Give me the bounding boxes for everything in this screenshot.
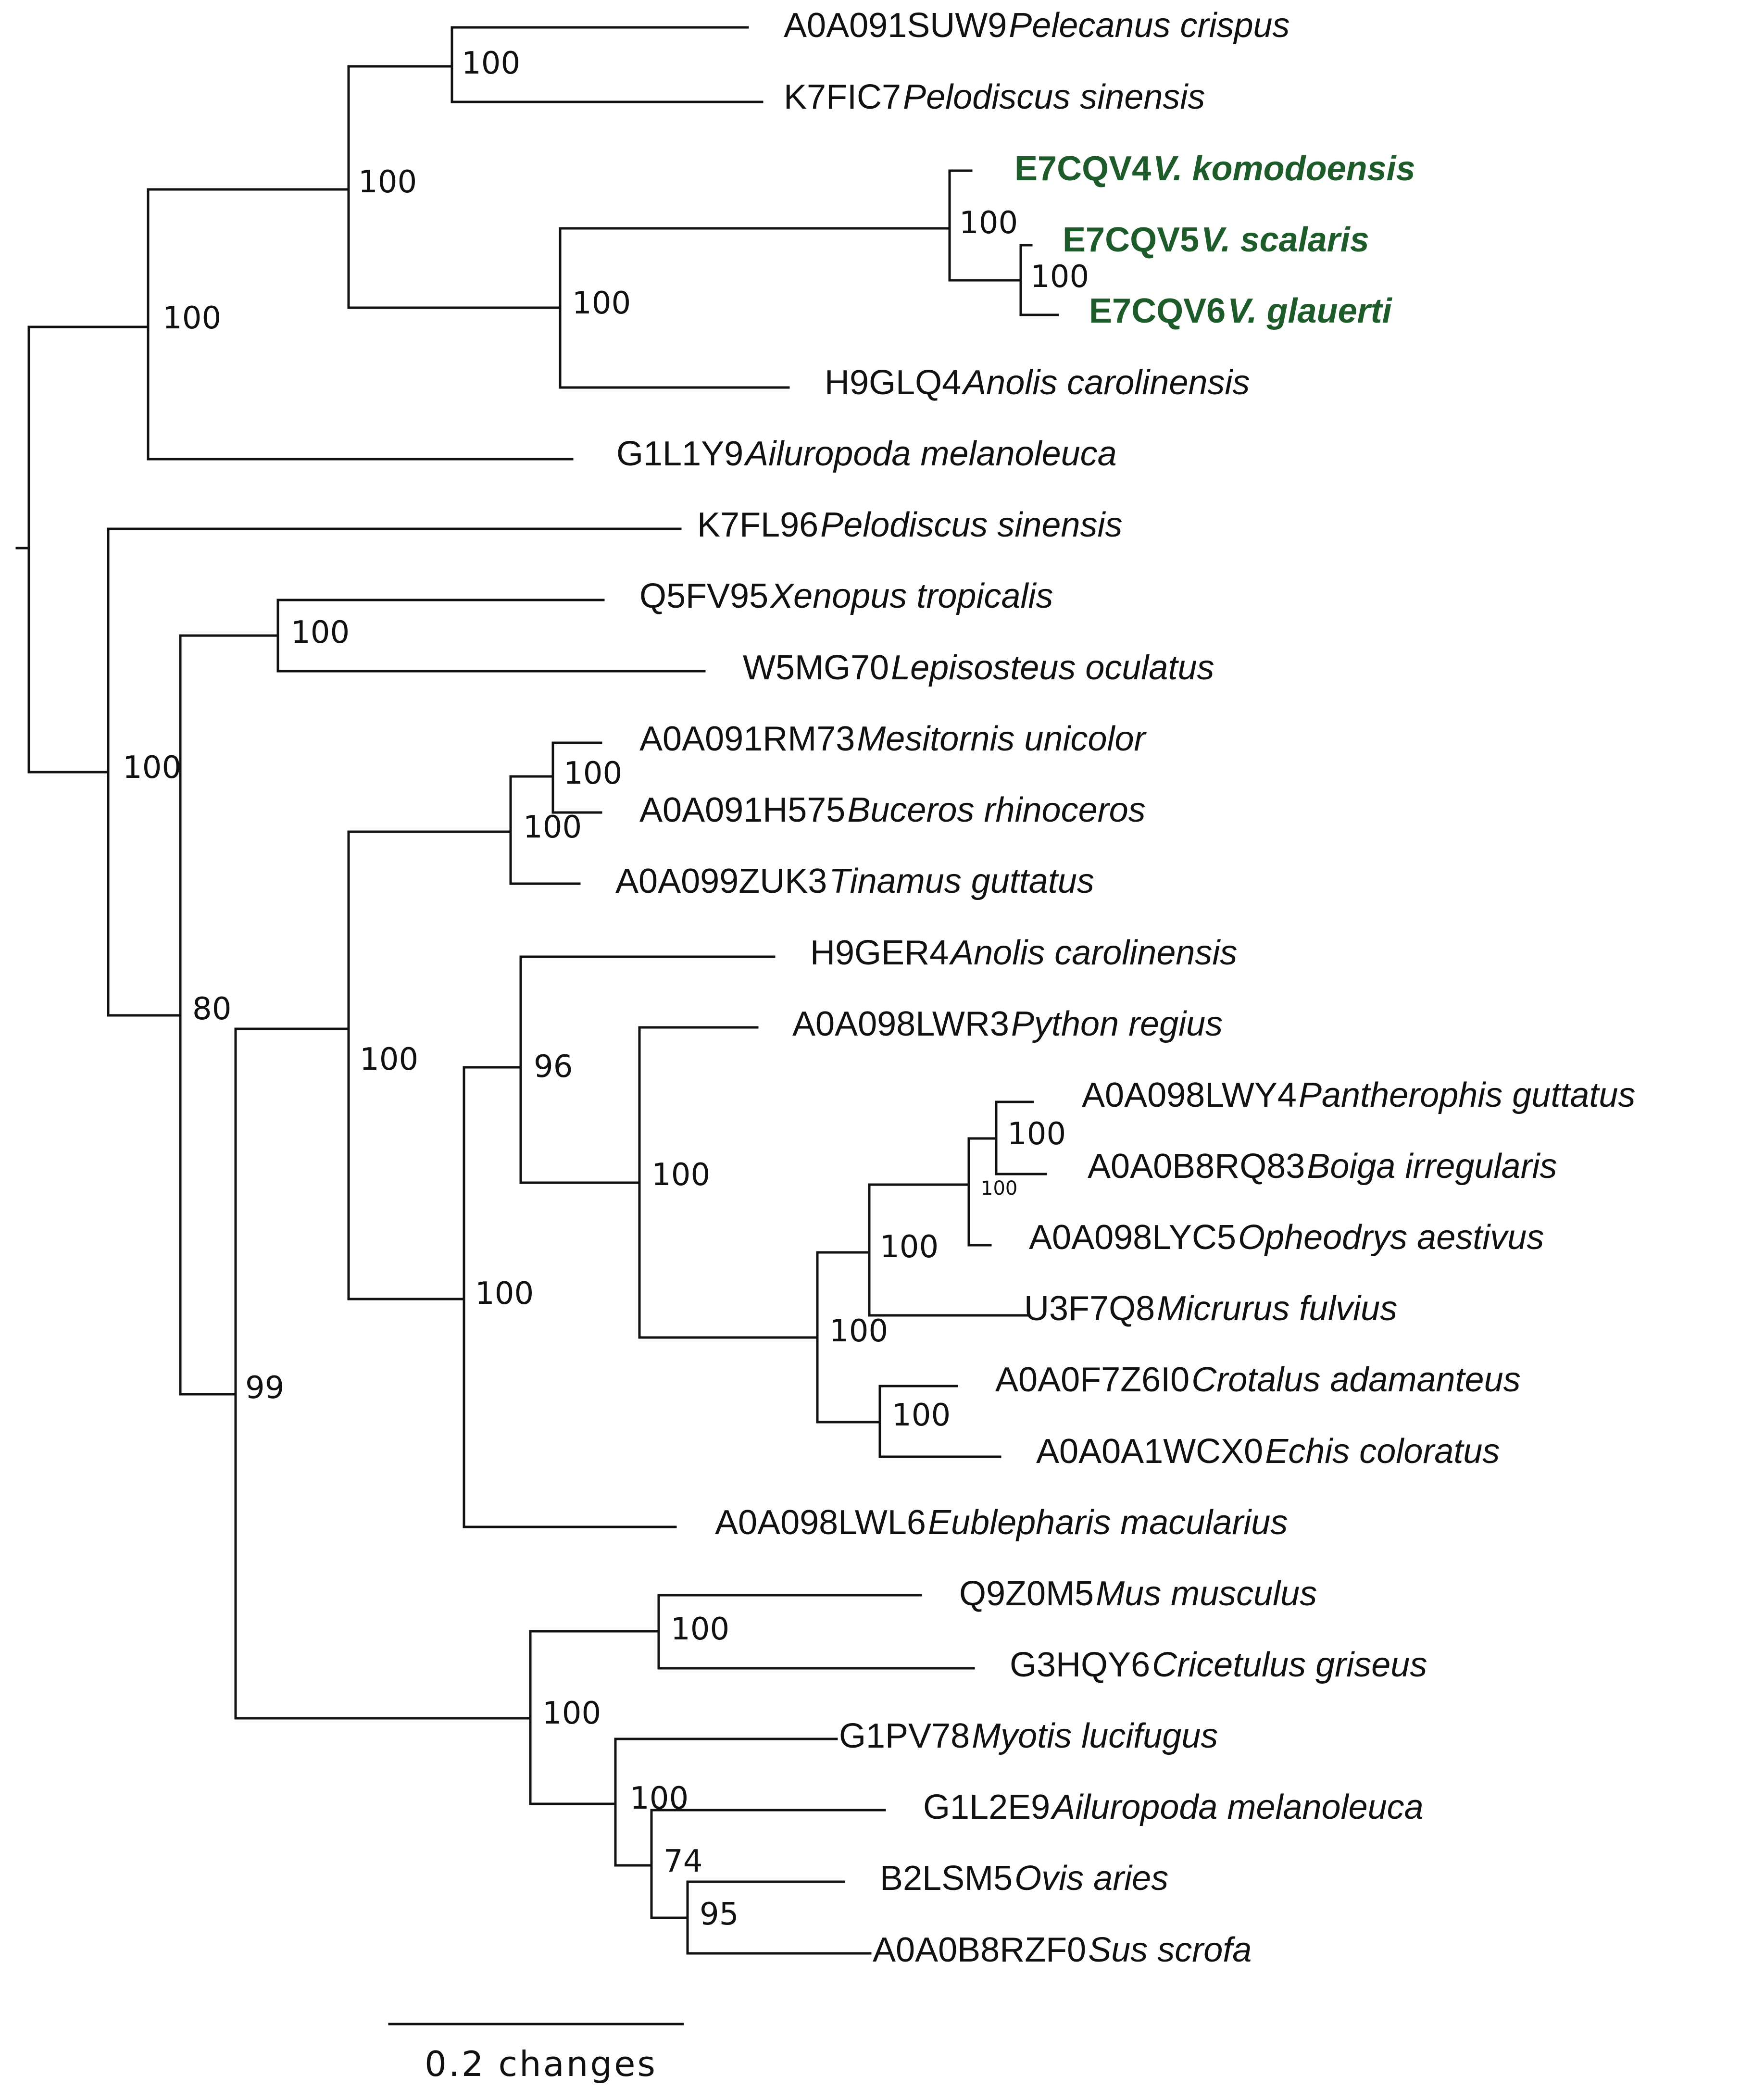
branch [347, 741, 602, 885]
taxon-label: A0A098LWR3 Python regius [792, 1005, 1223, 1043]
taxon-label: A0A091SUW9 Pelecanus crispus [784, 6, 1290, 45]
branch [179, 830, 350, 1720]
branch [868, 1137, 992, 1247]
taxon-label: G1PV78 Myotis lucifugus [839, 1717, 1218, 1755]
bootstrap-value: 100 [542, 1696, 601, 1731]
bootstrap-value: 100 [981, 1177, 1017, 1200]
taxon-label: A0A098LWY4 Pantherophis guttatus [1082, 1076, 1635, 1114]
taxon-label: K7FIC7 Pelodiscus sinensis [784, 78, 1205, 116]
taxon-label: A0A098LWL6 Eublepharis macularius [715, 1503, 1288, 1542]
bootstrap-value: 100 [358, 164, 417, 200]
branch [967, 1100, 1047, 1175]
taxon-label: G3HQY6 Cricetulus griseus [1010, 1646, 1427, 1684]
taxon-label: K7FL96 Pelodiscus sinensis [697, 506, 1123, 544]
bootstrap-value: 100 [1030, 259, 1089, 295]
branch [347, 26, 764, 103]
branch [27, 527, 682, 1017]
taxon-label-highlighted: E7CQV4 V. komodoensis [1014, 150, 1415, 188]
bootstrap-value: 100 [523, 810, 582, 845]
bootstrap-value: 100 [1007, 1116, 1066, 1152]
branch [15, 325, 30, 774]
taxon-label: U3F7Q8 Micrurus fulvius [1024, 1289, 1397, 1328]
branch [147, 65, 350, 309]
taxon-label: A0A0B8RQ83 Boiga irregularis [1088, 1147, 1557, 1186]
taxon-label: W5MG70 Lepisosteus oculatus [743, 649, 1214, 687]
taxon-label: A0A098LYC5 Opheodrys aestivus [1029, 1218, 1544, 1257]
bootstrap-value: 95 [700, 1897, 739, 1932]
branch [650, 1880, 872, 1955]
bootstrap-value: 100 [892, 1398, 951, 1433]
bootstrap-value: 100 [475, 1276, 534, 1312]
bootstrap-value: 100 [671, 1612, 729, 1647]
branch [27, 188, 574, 461]
branch [948, 244, 1059, 316]
bootstrap-value: 100 [563, 756, 622, 791]
taxon-label: A0A0A1WCX0 Echis coloratus [1036, 1432, 1500, 1471]
taxon-label: A0A099ZUK3 Tinamus guttatus [615, 862, 1094, 900]
taxon-label: A0A0B8RZF0 Sus scrofa [873, 1931, 1252, 1969]
bootstrap-value: 100 [360, 1042, 418, 1077]
taxon-label: Q5FV95 Xenopus tropicalis [639, 577, 1053, 615]
taxon-label: G1L1Y9 Ailuropoda melanoleuca [616, 435, 1117, 473]
branch [559, 169, 973, 282]
bootstrap-value: 80 [192, 991, 231, 1027]
tree-branches [15, 26, 1059, 1955]
branch [816, 1183, 1030, 1339]
bootstrap-value: 100 [959, 205, 1018, 241]
bootstrap-value: 100 [163, 300, 221, 336]
bootstrap-value: 100 [829, 1313, 888, 1349]
taxon-labels: A0A091SUW9 Pelecanus crispus K7FIC7 Pelo… [615, 6, 1635, 1969]
branch [816, 1336, 1001, 1458]
bootstrap-value: 100 [880, 1229, 939, 1265]
bootstrap-value: 100 [291, 615, 350, 650]
scale-bar-label: 0.2 changes [425, 2044, 657, 2084]
branch [107, 599, 706, 1396]
bootstrap-value: 100 [572, 286, 631, 321]
bootstrap-labels: 100 100 100 100 100 100 100 100 100 100 … [123, 46, 1089, 1932]
taxon-label: G1L2E9 Ailuropoda melanoleuca [923, 1788, 1424, 1826]
taxon-label: A0A091RM73 Mesitornis unicolor [639, 720, 1147, 758]
branch [347, 227, 790, 389]
scale-bar: 0.2 changes [388, 2023, 684, 2084]
branch [234, 1630, 532, 1805]
taxon-label-highlighted: E7CQV5 V. scalaris [1063, 221, 1369, 259]
bootstrap-value: 96 [534, 1049, 573, 1085]
bootstrap-value: 99 [245, 1370, 284, 1406]
taxon-label: A0A0F7Z6I0 Crotalus adamanteus [995, 1361, 1521, 1399]
taxon-label: Q9Z0M5 Mus musculus [959, 1575, 1317, 1613]
bootstrap-value: 100 [462, 46, 520, 81]
branch [614, 1809, 886, 1919]
taxon-label-highlighted: E7CQV6 V. glauerti [1089, 292, 1393, 330]
bootstrap-value: 74 [663, 1844, 702, 1879]
taxon-label: H9GLQ4 Anolis carolinensis [825, 363, 1250, 402]
bootstrap-value: 100 [630, 1781, 688, 1816]
bootstrap-value: 100 [123, 750, 181, 786]
branch [638, 1026, 819, 1339]
branch [347, 1066, 677, 1528]
taxon-label: H9GER4 Anolis carolinensis [810, 934, 1237, 972]
branch [529, 1738, 838, 1867]
branch [463, 955, 776, 1184]
taxon-label: B2LSM5 Ovis aries [880, 1859, 1168, 1898]
branch [529, 1594, 975, 1670]
bootstrap-value: 100 [651, 1157, 710, 1193]
taxon-label: A0A091H575 Buceros rhinoceros [639, 791, 1146, 829]
